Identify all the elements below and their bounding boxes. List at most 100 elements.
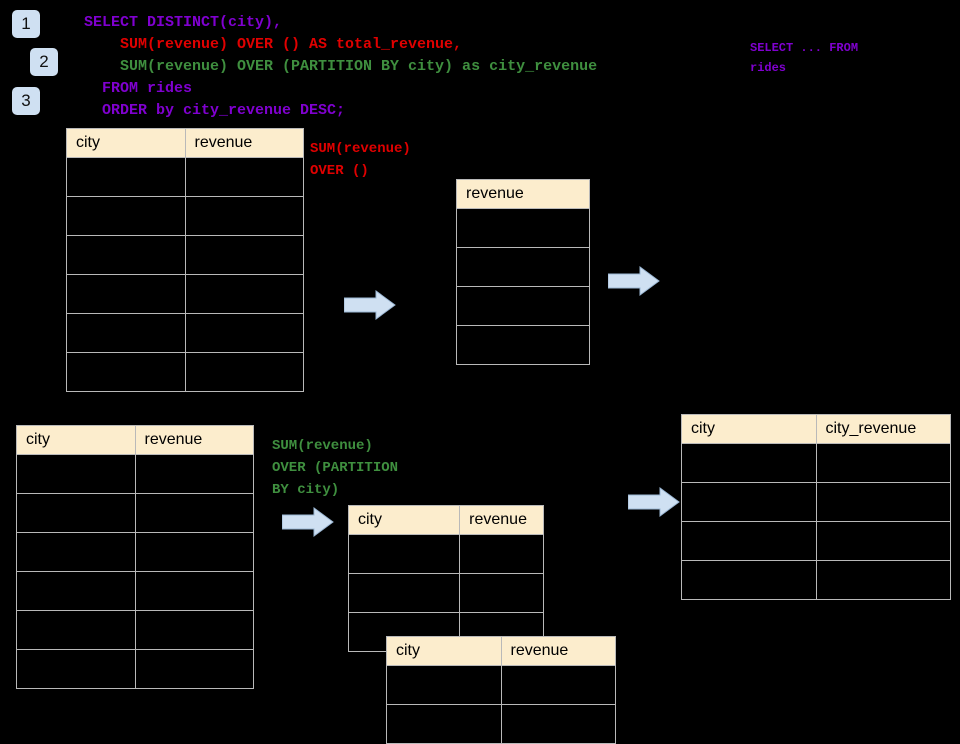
table-cell [815,443,951,483]
table-cell [16,571,136,611]
table-cell [184,157,304,197]
table-rides-bottom: city revenue [16,425,254,689]
column-header-city: city [66,128,186,158]
table-header-row: city revenue [347,505,544,535]
table-row [66,157,304,197]
table-row [16,571,254,611]
table-cell [66,352,186,392]
table-cell [184,352,304,392]
table-cell [184,235,304,275]
table-cell [184,274,304,314]
table-cell [66,157,186,197]
table-row [16,532,254,572]
table-body [681,443,951,600]
table-row [16,649,254,689]
table-partition-front: city revenue [386,636,616,744]
table-row [66,352,304,392]
annotation-total-revenue-line2: OVER () [310,163,369,179]
table-row [681,443,951,483]
table-cell [456,325,590,365]
table-cell [16,454,136,494]
table-cell [66,313,186,353]
table-rides-top: city revenue [66,128,304,392]
table-cell [386,704,502,744]
column-header-revenue: revenue [184,128,304,158]
table-cell [500,665,616,705]
column-header-city: city [347,505,461,535]
table-row [456,247,590,287]
table-cell [16,493,136,533]
table-cell [815,482,951,522]
annotation-city-revenue-line3: BY city) [272,482,340,498]
table-row [456,208,590,248]
arrow-bottom-right-icon [628,487,680,517]
table-row [456,325,590,365]
side-note-rides: rides [750,61,787,75]
sql-line-from-rides: FROM rides [84,80,193,97]
column-header-city: city [16,425,136,455]
table-cell [134,571,254,611]
arrow-top-right-icon [608,266,660,296]
table-cell [134,610,254,650]
table-row [681,560,951,600]
table-cell [134,532,254,572]
arrow-top-middle-icon [344,290,396,320]
table-row [66,196,304,236]
table-body [16,454,254,689]
table-result: city city_revenue [681,414,951,600]
table-cell [681,560,817,600]
column-header-city: city [681,414,817,444]
step-badge-1: 1 [12,10,40,38]
table-cell [66,235,186,275]
table-cell [66,274,186,314]
table-cell [815,560,951,600]
table-cell [134,649,254,689]
table-cell [134,493,254,533]
sql-line-order-by: ORDER by city_revenue DESC; [84,102,346,119]
step-badge-2: 2 [30,48,58,76]
table-cell [184,196,304,236]
table-row [66,235,304,275]
table-cell [681,482,817,522]
table-header-row: city revenue [66,128,304,158]
table-header-row: city revenue [16,425,254,455]
table-body [347,534,544,652]
table-cell [66,196,186,236]
table-row [386,704,616,744]
column-header-city-revenue: city_revenue [815,414,951,444]
table-cell [16,532,136,572]
table-cell [456,247,590,287]
table-body [456,208,590,365]
table-cell [16,610,136,650]
table-partition-back: city revenue [347,505,544,652]
table-header-row: city city_revenue [681,414,951,444]
sql-line-city-revenue: SUM(revenue) OVER (PARTITION BY city) as… [84,58,598,75]
table-cell [347,573,461,613]
arrow-bottom-left-icon [282,507,334,537]
diagram-canvas: 1 2 3 SELECT DISTINCT(city), SUM(revenue… [12,10,951,744]
annotation-total-revenue-line1: SUM(revenue) [310,141,411,157]
column-header-city: city [386,636,502,666]
table-cell [16,649,136,689]
table-row [66,313,304,353]
table-row [66,274,304,314]
table-cell [134,454,254,494]
table-cell [459,573,544,613]
step-badge-3: 3 [12,87,40,115]
table-row [347,573,544,613]
table-header-row: city revenue [386,636,616,666]
column-header-revenue: revenue [500,636,616,666]
table-row [386,665,616,705]
column-header-revenue: revenue [459,505,544,535]
table-row [16,454,254,494]
annotation-city-revenue-line2: OVER (PARTITION [272,460,399,476]
table-cell [500,704,616,744]
side-note-select-from: SELECT ... FROM [750,41,859,55]
table-row [681,482,951,522]
sql-line-total-revenue: SUM(revenue) OVER () AS total_revenue, [84,36,463,53]
table-cell [386,665,502,705]
table-row [16,493,254,533]
table-row [681,521,951,561]
annotation-city-revenue-line1: SUM(revenue) [272,438,373,454]
table-cell [681,443,817,483]
